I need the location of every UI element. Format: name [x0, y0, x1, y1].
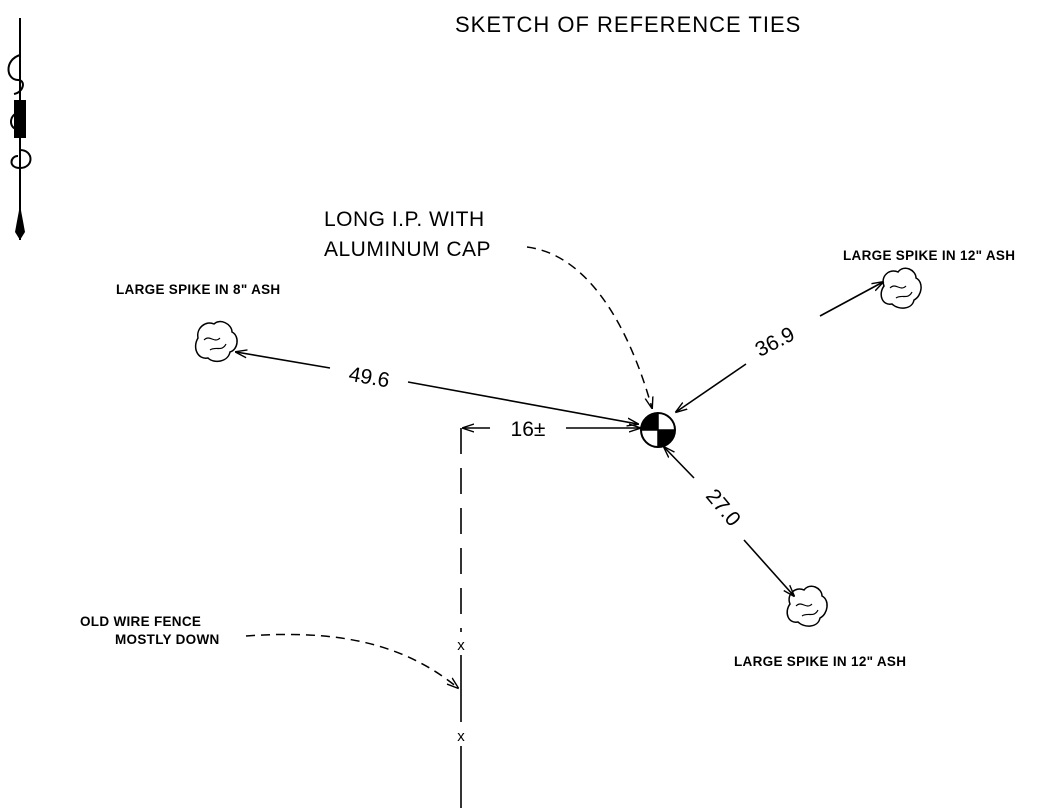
tie-line-upper-right-a — [819, 282, 883, 317]
tie-distance-lower-right: 27.0 — [701, 485, 745, 531]
tie-line-left-a — [236, 352, 331, 369]
fence-label-line1: OLD WIRE FENCE — [80, 614, 201, 629]
tie-line-lower-right-b — [743, 539, 794, 596]
tree-icon — [786, 585, 828, 627]
north-arrow-icon: N — [7, 18, 32, 240]
tree-icon — [194, 320, 238, 363]
fence-leader-line — [245, 633, 458, 688]
tie-distance-left: 49.6 — [347, 363, 391, 393]
tie-line-upper-right-b — [676, 363, 747, 412]
fence-offset-distance: 16± — [511, 418, 546, 441]
tie-line-left-b — [407, 381, 638, 424]
tie-label-lower-right: LARGE SPIKE IN 12" ASH — [734, 654, 906, 669]
sketch-title: SKETCH OF REFERENCE TIES — [455, 12, 801, 37]
monument-label-line1: LONG I.P. WITH — [324, 208, 485, 231]
tie-line-lower-right-a — [664, 447, 695, 479]
tie-label-left: LARGE SPIKE IN 8" ASH — [116, 282, 280, 297]
monument-symbol-icon — [640, 412, 676, 448]
tree-icon — [880, 267, 922, 309]
fence-label-line2: MOSTLY DOWN — [115, 632, 220, 647]
tie-distance-upper-right: 36.9 — [752, 323, 799, 362]
fence-marker: x — [457, 637, 465, 654]
monument-leader-line — [526, 246, 652, 408]
monument-label-line2: ALUMINUM CAP — [324, 238, 491, 261]
tie-label-upper-right: LARGE SPIKE IN 12" ASH — [843, 248, 1015, 263]
fence-marker: x — [457, 728, 465, 745]
